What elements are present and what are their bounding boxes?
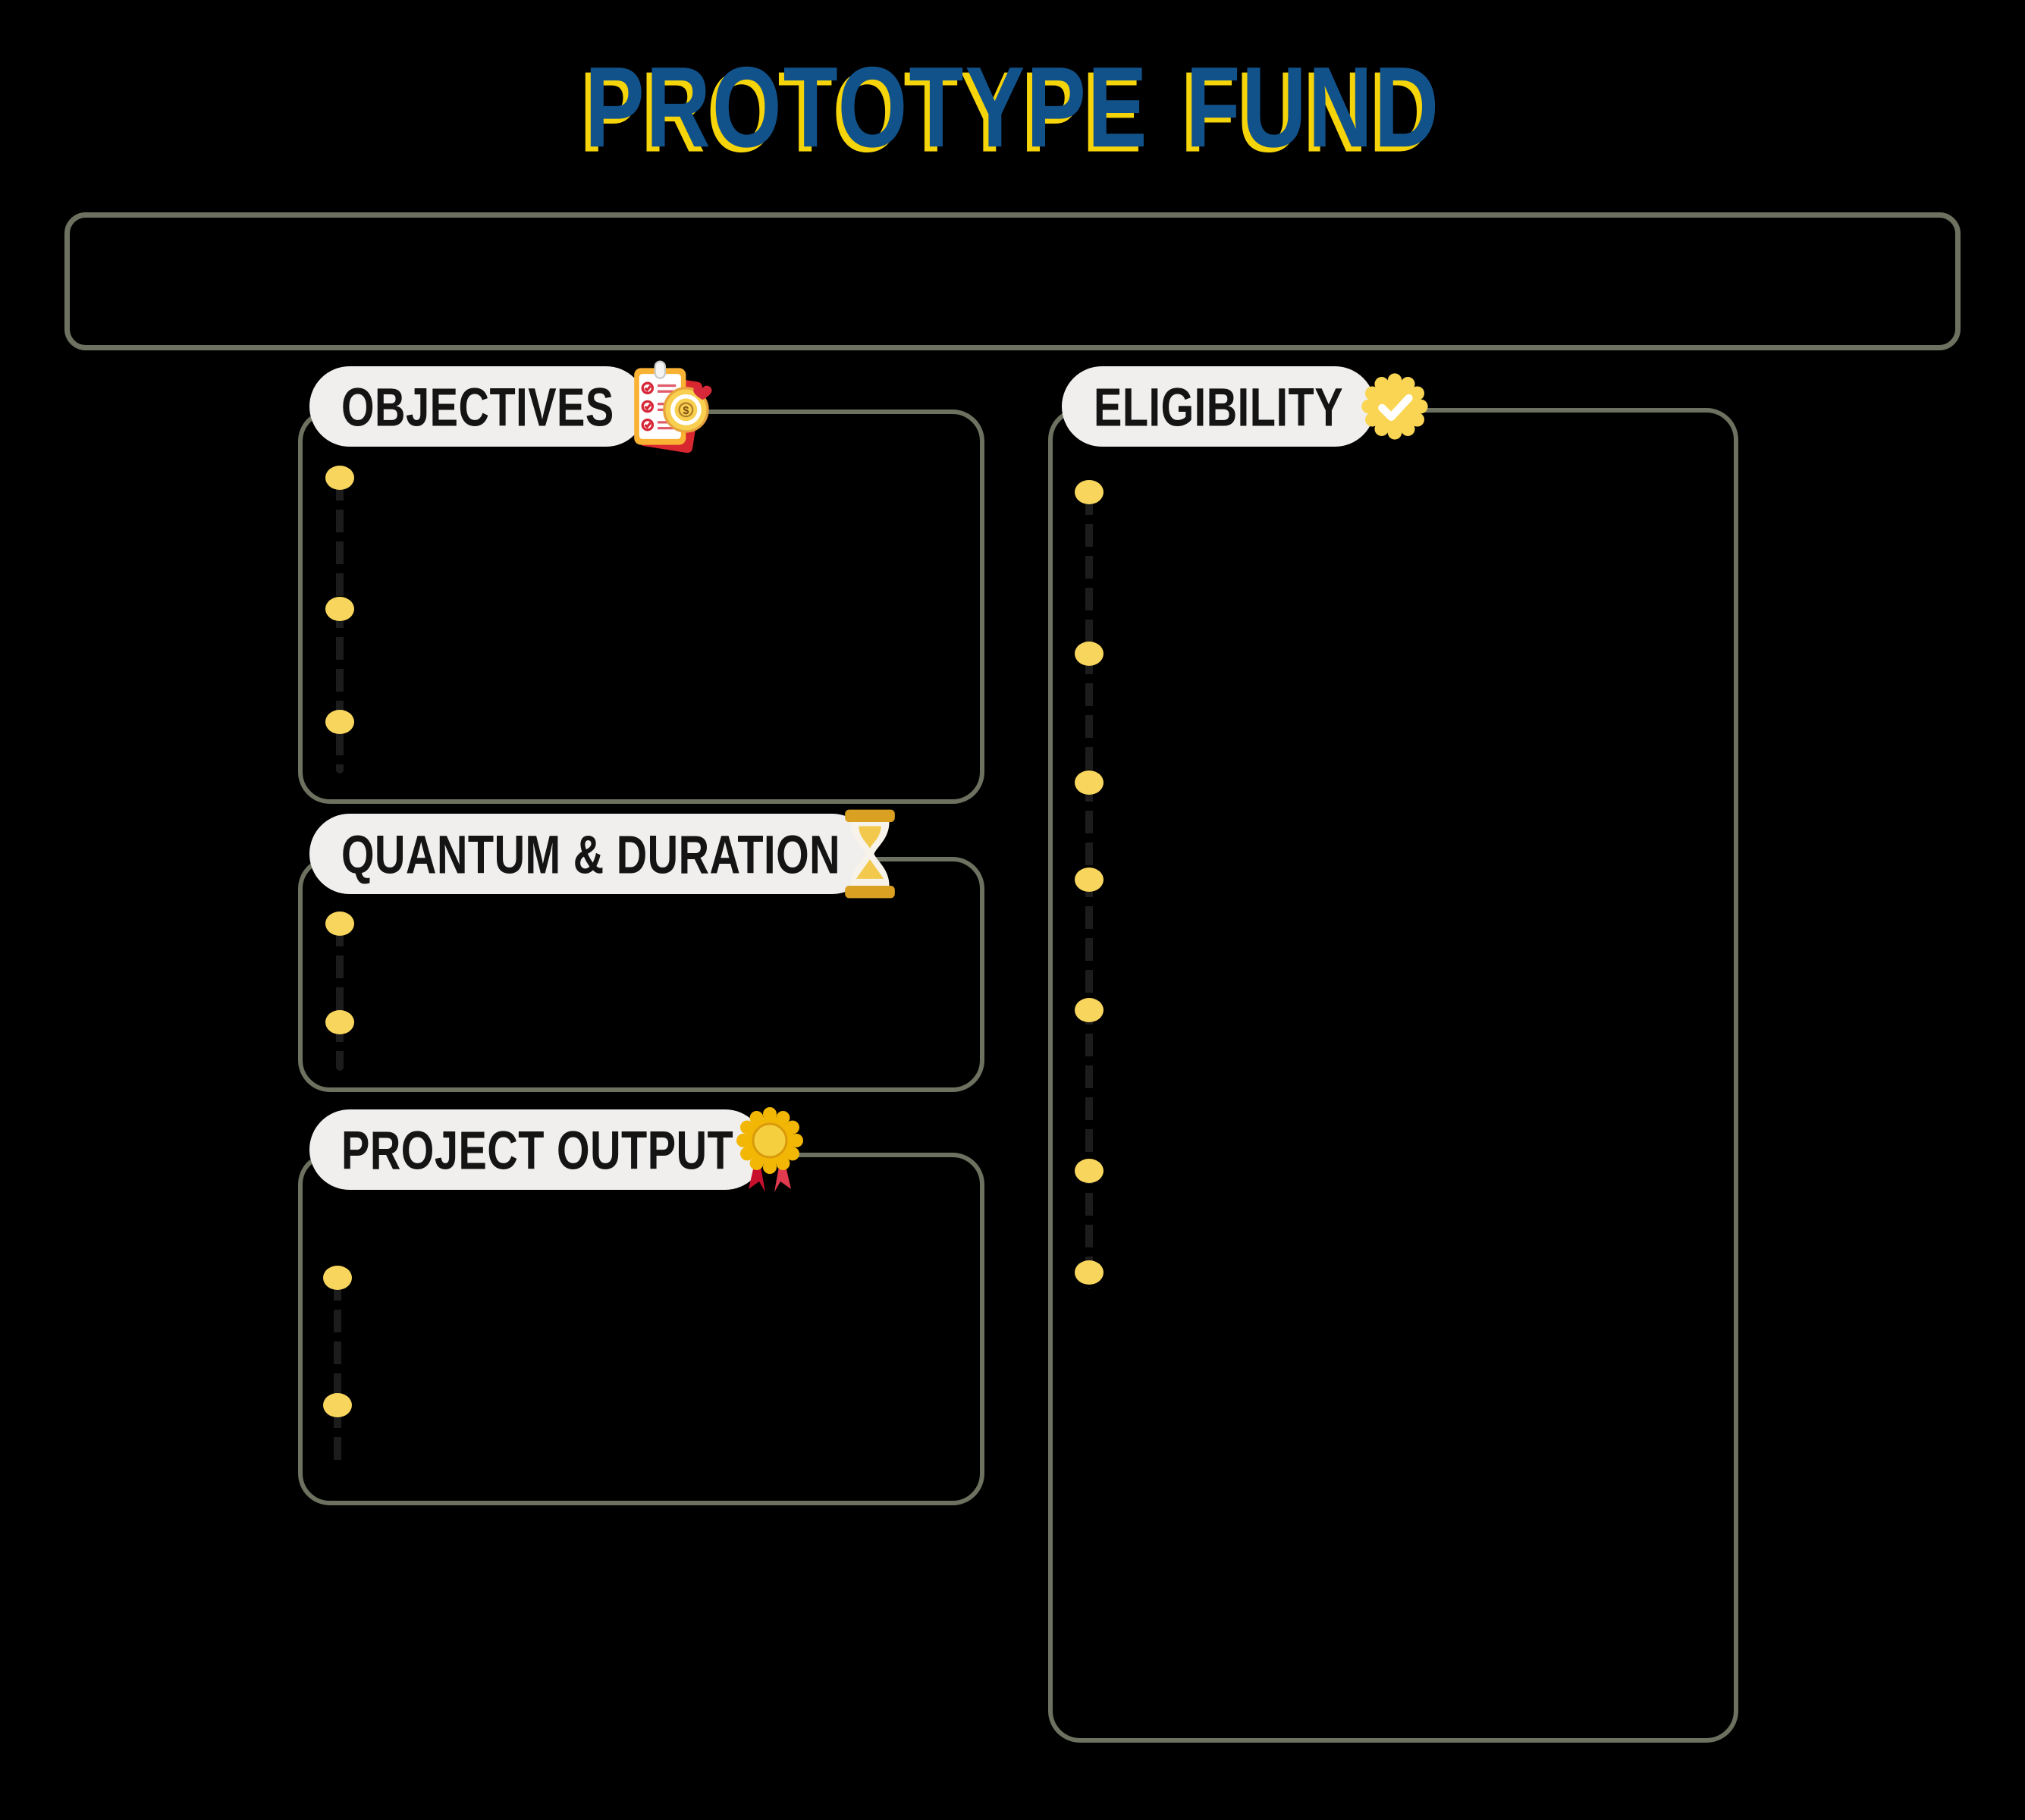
objectives-header: OBJECTIVES <box>309 360 712 453</box>
objectives-box <box>298 410 984 804</box>
project-output-box <box>298 1153 984 1505</box>
page-title-wrap: PROTOTYPE FUND <box>0 44 2025 172</box>
eligibility-label: ELIGIBILITY <box>1094 375 1344 438</box>
intro-box <box>64 212 1961 350</box>
eligibility-header: ELIGIBILITY <box>1062 366 1428 447</box>
quantum-duration-header: QUANTUM & DURATION <box>309 809 895 899</box>
project-output-label: PROJECT OUTPUT <box>341 1119 734 1181</box>
eligibility-box <box>1048 408 1738 1743</box>
page-title: PROTOTYPE FUND <box>584 43 1441 172</box>
objectives-label: OBJECTIVES <box>341 375 614 438</box>
quantum-duration-label: QUANTUM & DURATION <box>341 823 841 885</box>
project-output-header: PROJECT OUTPUT <box>309 1107 804 1192</box>
